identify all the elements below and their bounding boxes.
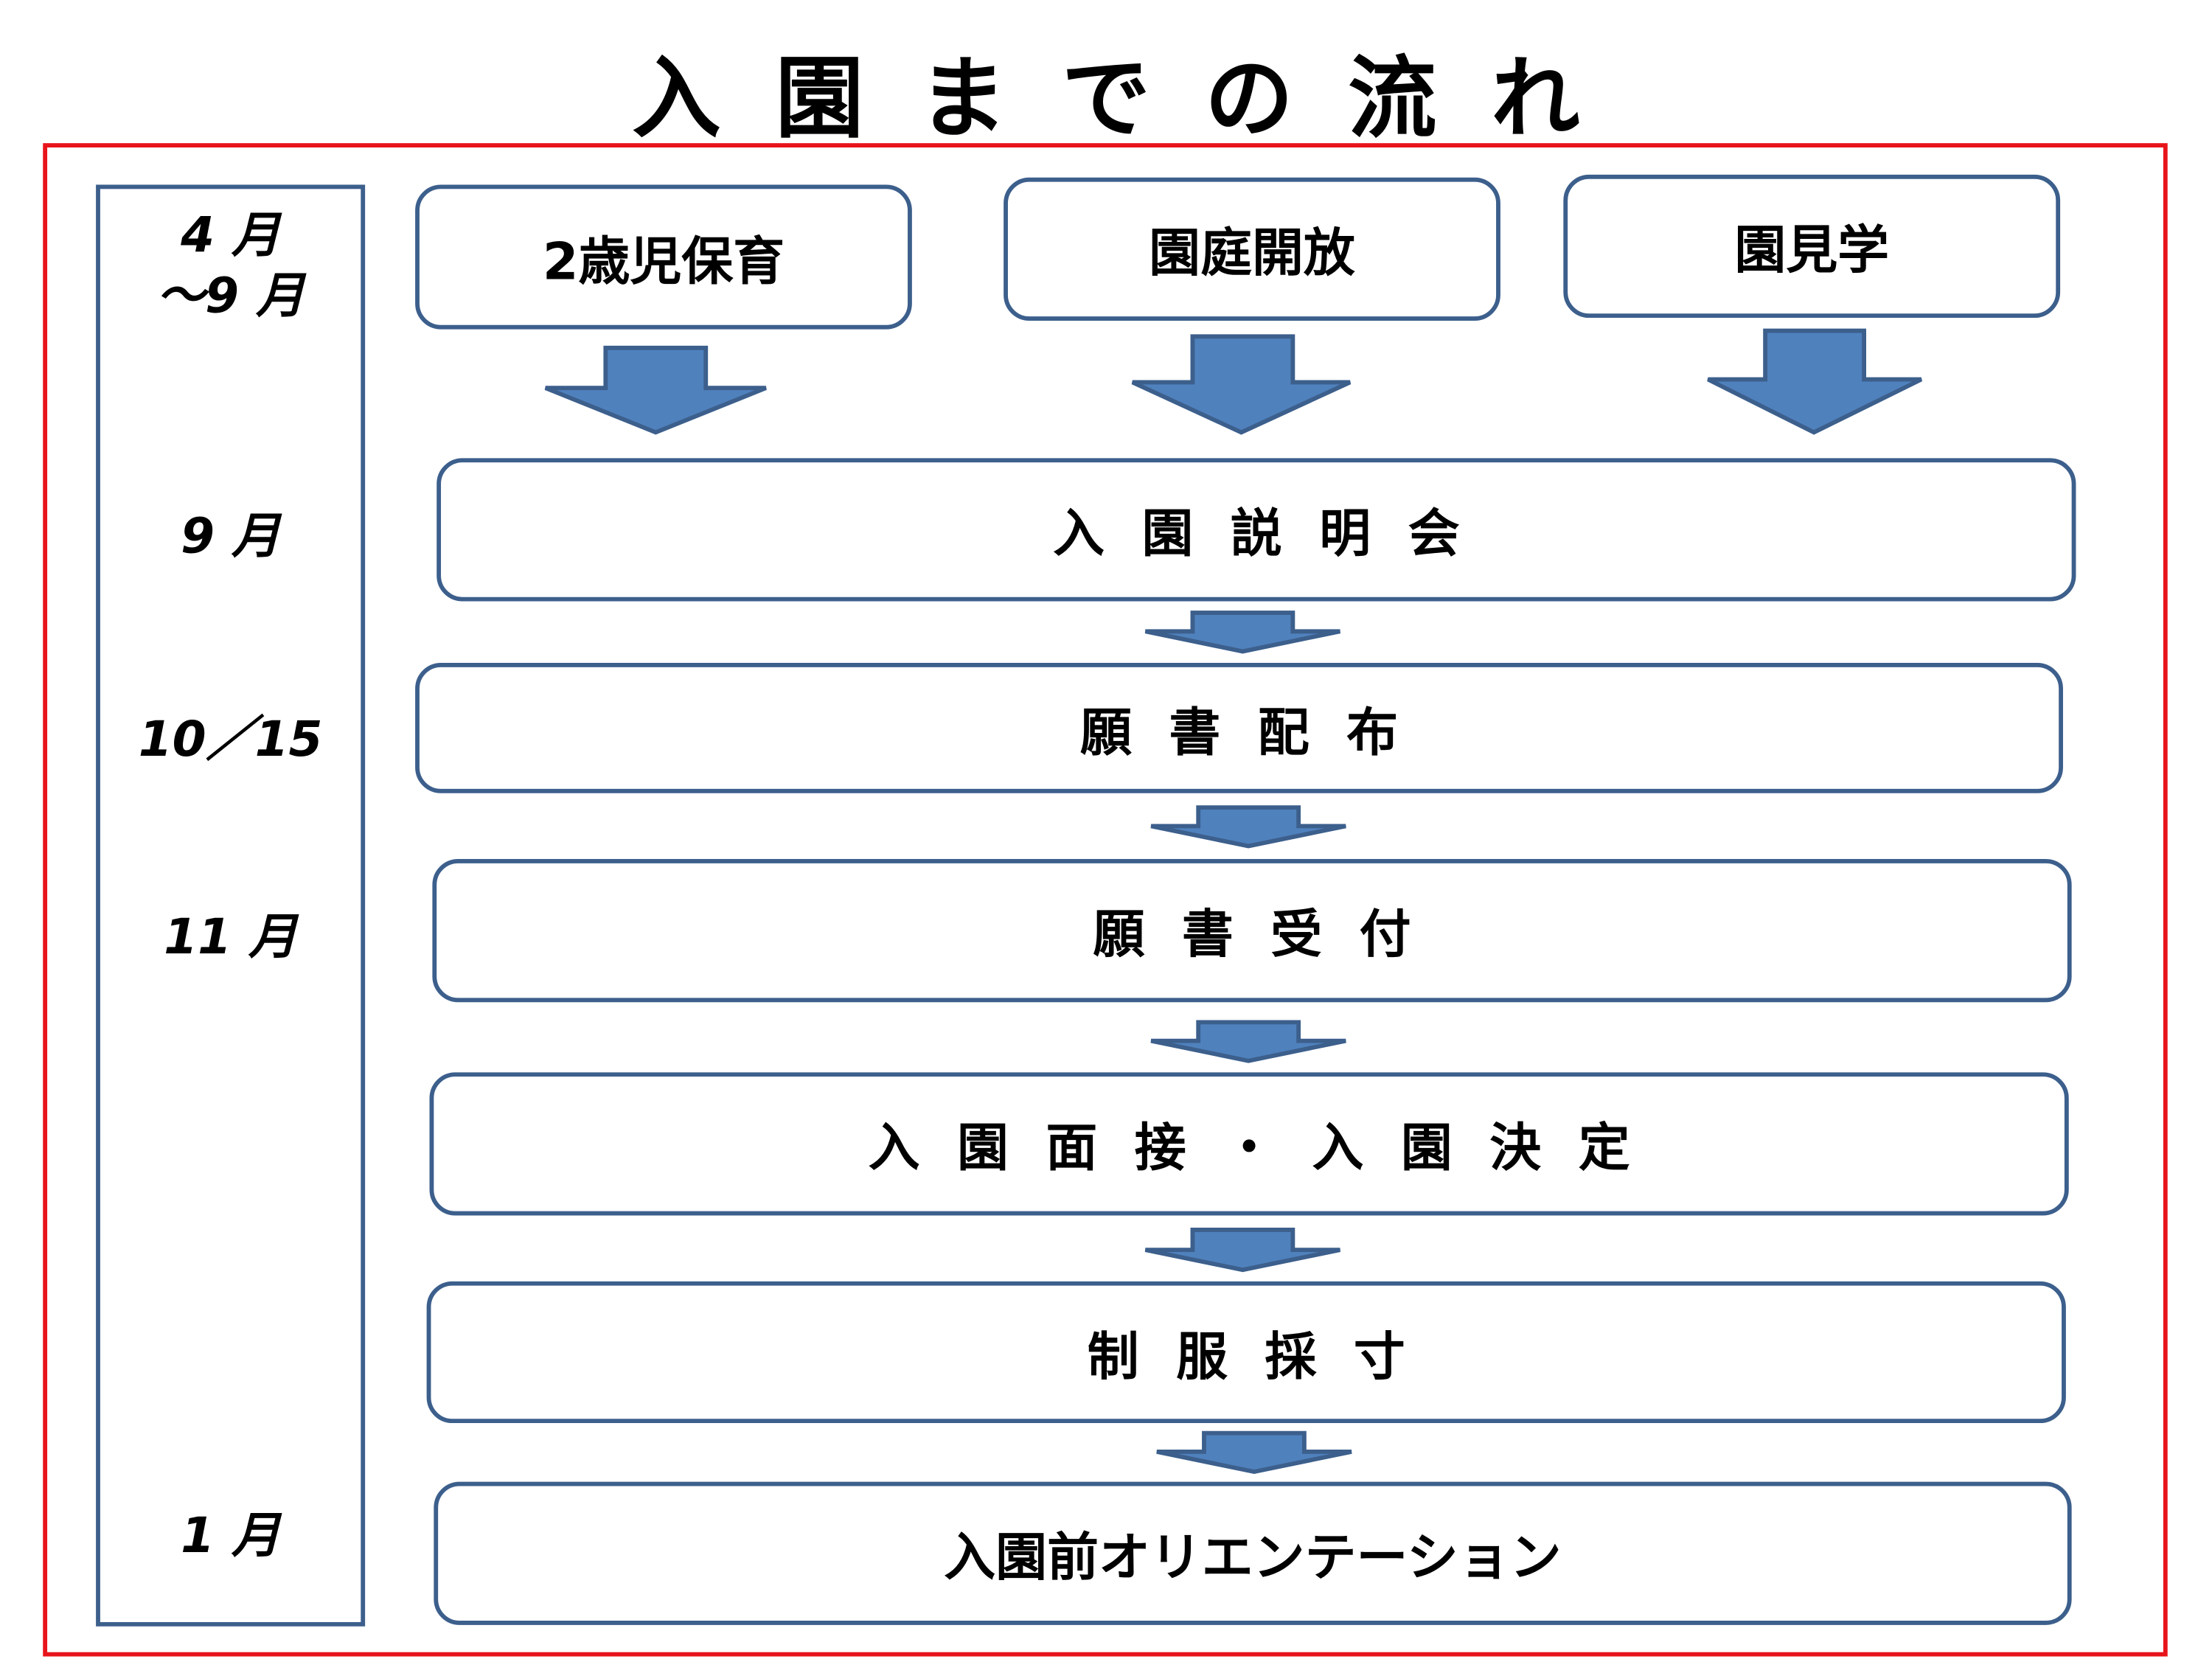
- month-column: 4 月 ～9 月 9 月 10／15 11 月 1 月: [96, 184, 366, 1627]
- step-pre-entry-orientation: 入園前オリエンテーション: [434, 1481, 2072, 1625]
- down-arrow-icon: [544, 345, 767, 435]
- box-garden-open: 園庭開放: [1004, 177, 1500, 321]
- month-label-sep: 9 月: [181, 508, 281, 566]
- down-arrow-icon: [1707, 328, 1923, 435]
- down-arrow-icon: [1156, 1430, 1352, 1475]
- box-school-visit: 園見学: [1563, 174, 2061, 319]
- down-arrow-icon: [1144, 1228, 1341, 1273]
- step-application-distribution: 願書配布: [415, 663, 2063, 793]
- month-label-apr-sep: 4 月 ～9 月: [156, 207, 305, 325]
- outer-frame: [43, 143, 2168, 1657]
- month-label-nov: 11 月: [164, 908, 298, 967]
- down-arrow-icon: [1150, 805, 1346, 849]
- month-label-jan: 1 月: [181, 1507, 281, 1565]
- step-orientation-meeting: 入園説明会: [437, 458, 2076, 602]
- step-application-reception: 願書受付: [432, 859, 2072, 1003]
- down-arrow-icon: [1131, 334, 1352, 435]
- down-arrow-icon: [1150, 1020, 1346, 1063]
- page-title: 入園までの流れ: [632, 46, 1635, 150]
- step-uniform-measurement: 制服採寸: [426, 1281, 2066, 1424]
- down-arrow-icon: [1144, 611, 1341, 654]
- month-label-oct15: 10／15: [138, 712, 323, 769]
- step-interview-decision: 入園面接・入園決定: [429, 1072, 2069, 1216]
- box-two-year-childcare: 2歳児保育: [415, 184, 912, 330]
